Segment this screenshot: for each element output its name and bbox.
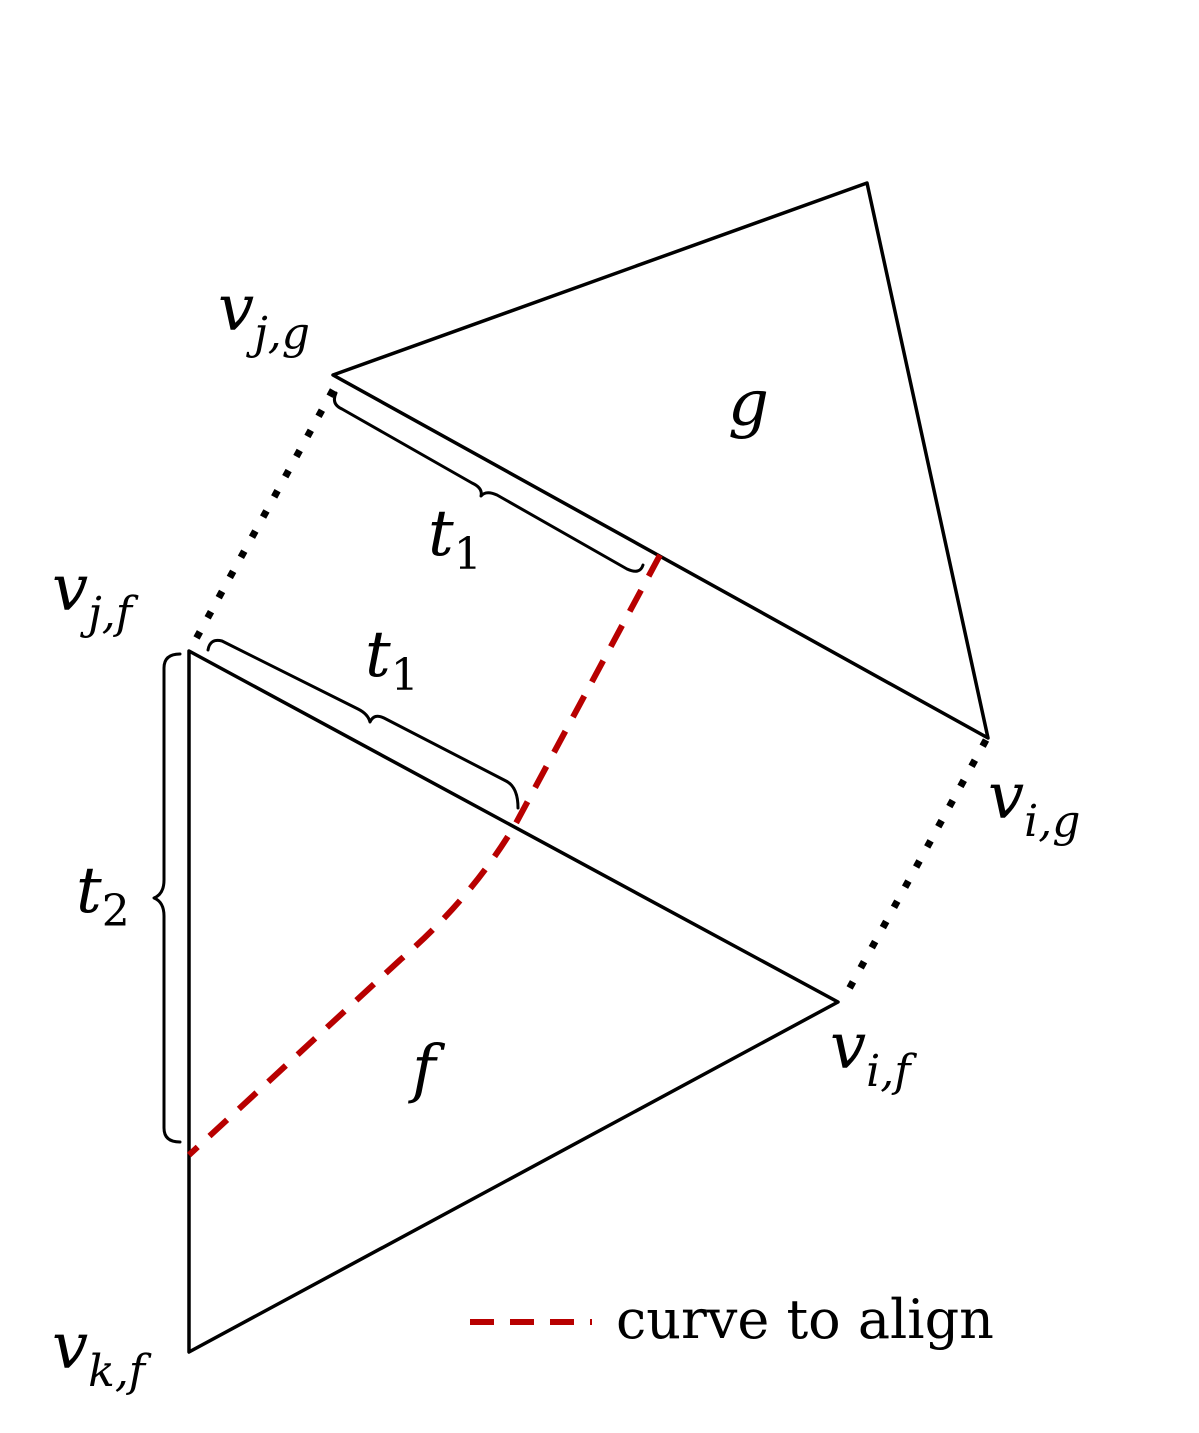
brace-t1-lower — [206, 638, 520, 810]
brace-t1-upper — [333, 391, 645, 573]
label-t2: t2 — [76, 854, 130, 937]
legend: curve to align — [470, 1288, 994, 1351]
label-v-if: vi,f — [830, 1010, 917, 1097]
label-v-jg: vj,g — [218, 272, 310, 359]
correspondence-line-i — [839, 738, 990, 1002]
correspondence-line-j — [187, 388, 337, 650]
face-label-g: g — [728, 367, 769, 441]
label-t1-lower: t1 — [365, 618, 419, 701]
label-v-ig: vi,g — [988, 760, 1080, 847]
triangle-f — [187, 649, 840, 1354]
label-v-jf: vj,f — [52, 552, 139, 639]
legend-label: curve to align — [616, 1288, 994, 1351]
label-t1-upper: t1 — [428, 497, 482, 580]
face-label-f: f — [408, 1032, 446, 1106]
brace-t2 — [152, 652, 182, 1144]
label-v-kf: vk,f — [52, 1310, 152, 1397]
